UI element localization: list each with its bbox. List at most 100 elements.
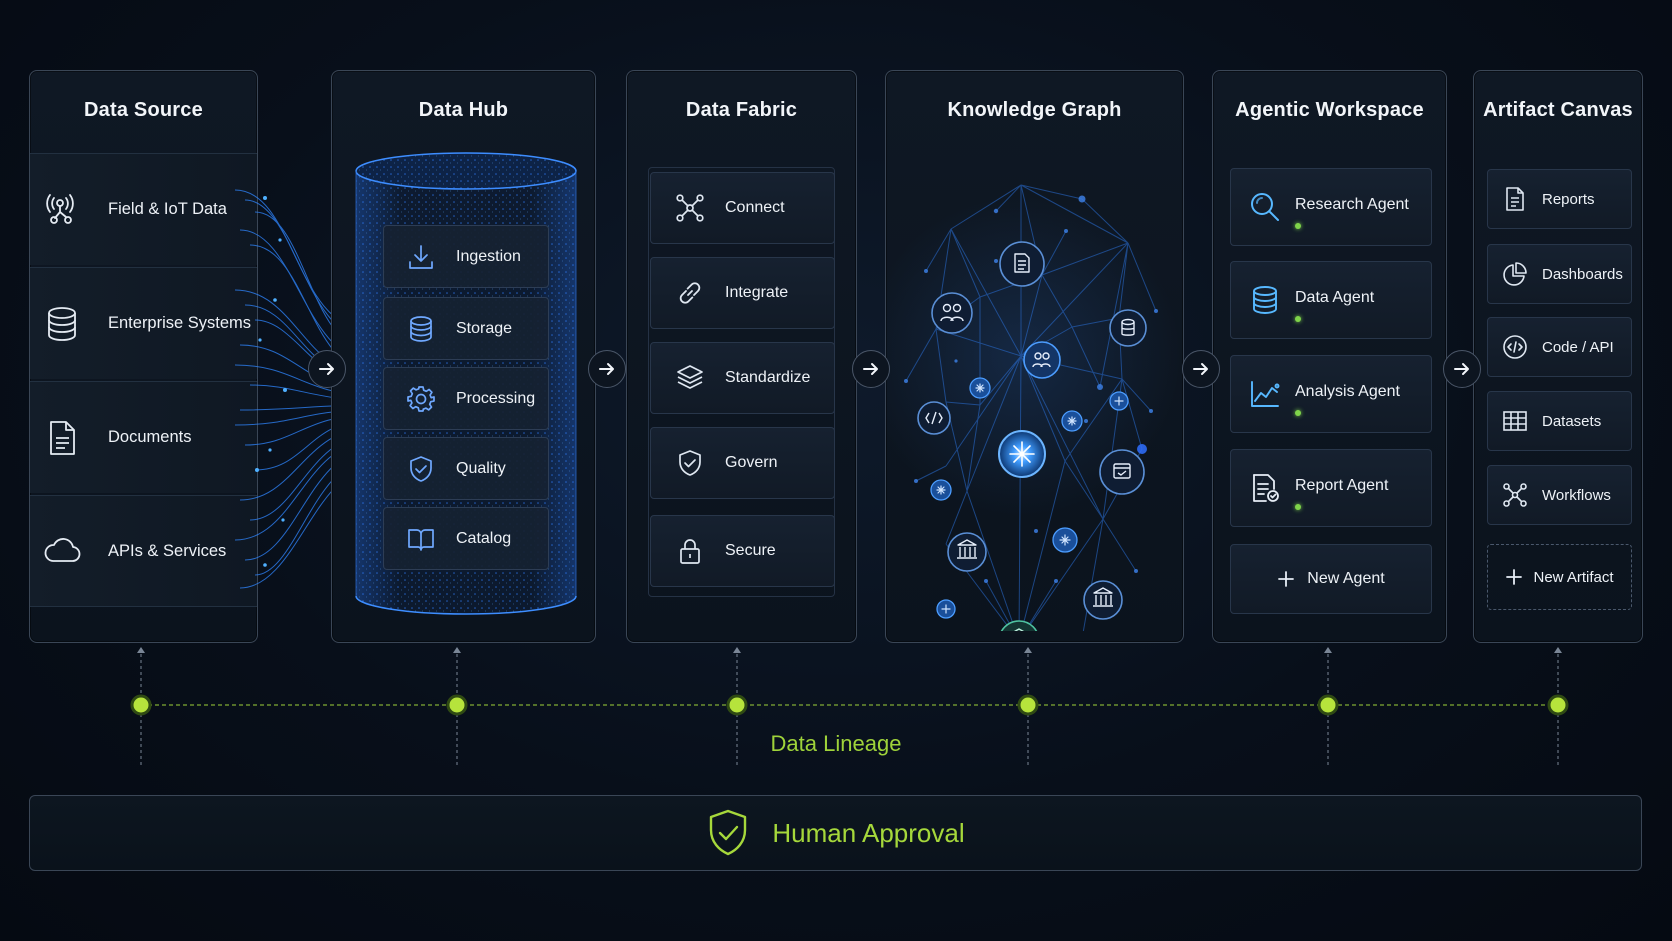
new-agent-label: New Agent [1307,570,1385,587]
gear-icon [406,384,436,414]
source-item-label: Enterprise Systems [108,314,252,332]
artifact-canvas-title: Artifact Canvas [1483,99,1633,121]
code-icon [1502,334,1528,360]
fabric-item-secure[interactable]: Secure [650,515,835,587]
artifact-code-api[interactable]: Code / API [1487,317,1632,377]
fabric-item-label: Integrate [725,284,789,301]
human-approval-bar[interactable]: Human Approval [29,795,1642,871]
data-source-title: Data Source [84,99,203,121]
flow-arrow-hub-to-fabric [588,350,626,388]
data-hub-panel: Data Hub Ingestion [331,70,596,643]
artifact-label: Datasets [1542,412,1602,430]
network-icon [675,193,705,223]
flow-arrow-graph-to-workspace [1182,350,1220,388]
download-icon [406,242,436,272]
artifact-label: Dashboards [1542,265,1623,283]
shield-check-icon [706,808,750,858]
data-lineage-label: Data Lineage [770,731,902,756]
hub-item-label: Processing [456,389,536,407]
agentic-workspace-panel: Agentic Workspace Research Agent Data Ag… [1212,70,1447,643]
hub-item-label: Catalog [456,529,512,547]
human-approval-label: Human Approval [772,817,965,848]
document-icon [42,418,82,458]
source-item-field-iot[interactable]: Field & IoT Data [30,153,257,265]
knowledge-graph-network [886,184,1181,631]
artifact-dashboards[interactable]: Dashboards [1487,244,1632,304]
fabric-item-integrate[interactable]: Integrate [650,257,835,329]
fabric-item-govern[interactable]: Govern [650,427,835,499]
pie-chart-icon [1502,261,1528,287]
agent-label: Analysis Agent [1295,383,1400,400]
artifact-label: Code / API [1542,338,1614,356]
hub-item-label: Ingestion [456,247,521,265]
workflow-icon [1502,482,1528,508]
flow-arrow-fabric-to-graph [852,350,890,388]
artifact-label: Workflows [1542,486,1611,504]
agentic-workspace-title: Agentic Workspace [1235,99,1424,121]
data-hub-title: Data Hub [418,99,509,121]
source-item-enterprise[interactable]: Enterprise Systems [30,267,257,379]
knowledge-graph-title: Knowledge Graph [947,99,1122,121]
source-item-apis[interactable]: APIs & Services [30,495,257,607]
flow-arrow-source-to-hub [308,350,346,388]
source-item-documents[interactable]: Documents [30,381,257,493]
link-icon [675,278,705,308]
agent-analysis[interactable]: Analysis Agent [1230,355,1432,433]
source-item-label: Field & IoT Data [108,200,227,218]
artifact-label: Reports [1542,190,1595,208]
new-artifact-label: New Artifact [1533,568,1614,586]
shield-check-icon [675,448,705,478]
agent-status-dot [1295,504,1301,510]
lock-icon [675,536,705,566]
data-source-panel: Data Source Field & IoT Data Enterprise … [29,70,258,643]
flow-arrow-workspace-to-canvas [1443,350,1481,388]
database-icon [1249,284,1281,316]
fabric-item-label: Standardize [725,369,811,386]
new-artifact-button[interactable]: New Artifact [1487,544,1632,610]
shield-check-icon [406,454,436,484]
agent-research[interactable]: Research Agent [1230,168,1432,246]
agent-status-dot [1295,316,1301,322]
knowledge-graph-panel: Knowledge Graph [885,70,1184,643]
hub-item-storage[interactable]: Storage [383,297,549,360]
database-icon [42,304,82,344]
fabric-item-connect[interactable]: Connect [650,172,835,244]
source-item-label: APIs & Services [108,541,227,560]
table-icon [1502,408,1528,434]
data-lineage-track [130,647,1569,765]
plus-icon [1505,568,1523,586]
fabric-item-standardize[interactable]: Standardize [650,342,835,414]
plus-icon [1277,570,1295,588]
chart-line-icon [1249,378,1281,410]
hub-item-label: Quality [456,459,506,477]
hub-item-label: Storage [456,319,513,337]
database-icon [406,314,436,344]
data-fabric-title: Data Fabric [685,99,798,121]
new-agent-button[interactable]: New Agent [1230,544,1432,614]
artifact-canvas-panel: Artifact Canvas Reports Dashboards Code … [1473,70,1643,643]
data-fabric-panel: Data Fabric Connect Integrate Stan [626,70,857,643]
report-icon [1249,472,1281,504]
artifact-workflows[interactable]: Workflows [1487,465,1632,525]
agent-label: Report Agent [1295,477,1389,494]
agent-data[interactable]: Data Agent [1230,261,1432,339]
document-icon [1502,186,1528,212]
book-icon [406,524,436,554]
agent-report[interactable]: Report Agent [1230,449,1432,527]
agent-label: Research Agent [1295,196,1409,213]
artifact-datasets[interactable]: Datasets [1487,391,1632,451]
artifact-reports[interactable]: Reports [1487,169,1632,229]
fabric-item-label: Govern [725,454,778,471]
hub-item-ingestion[interactable]: Ingestion [383,225,549,288]
layers-icon [675,363,705,393]
hub-item-catalog[interactable]: Catalog [383,507,549,570]
sensor-icon [42,190,82,230]
hub-item-processing[interactable]: Processing [383,367,549,430]
agent-status-dot [1295,410,1301,416]
hub-item-quality[interactable]: Quality [383,437,549,500]
search-icon [1249,191,1281,223]
agent-label: Data Agent [1295,289,1375,306]
agent-status-dot [1295,223,1301,229]
fabric-item-label: Secure [725,542,776,559]
fabric-item-label: Connect [725,199,785,216]
